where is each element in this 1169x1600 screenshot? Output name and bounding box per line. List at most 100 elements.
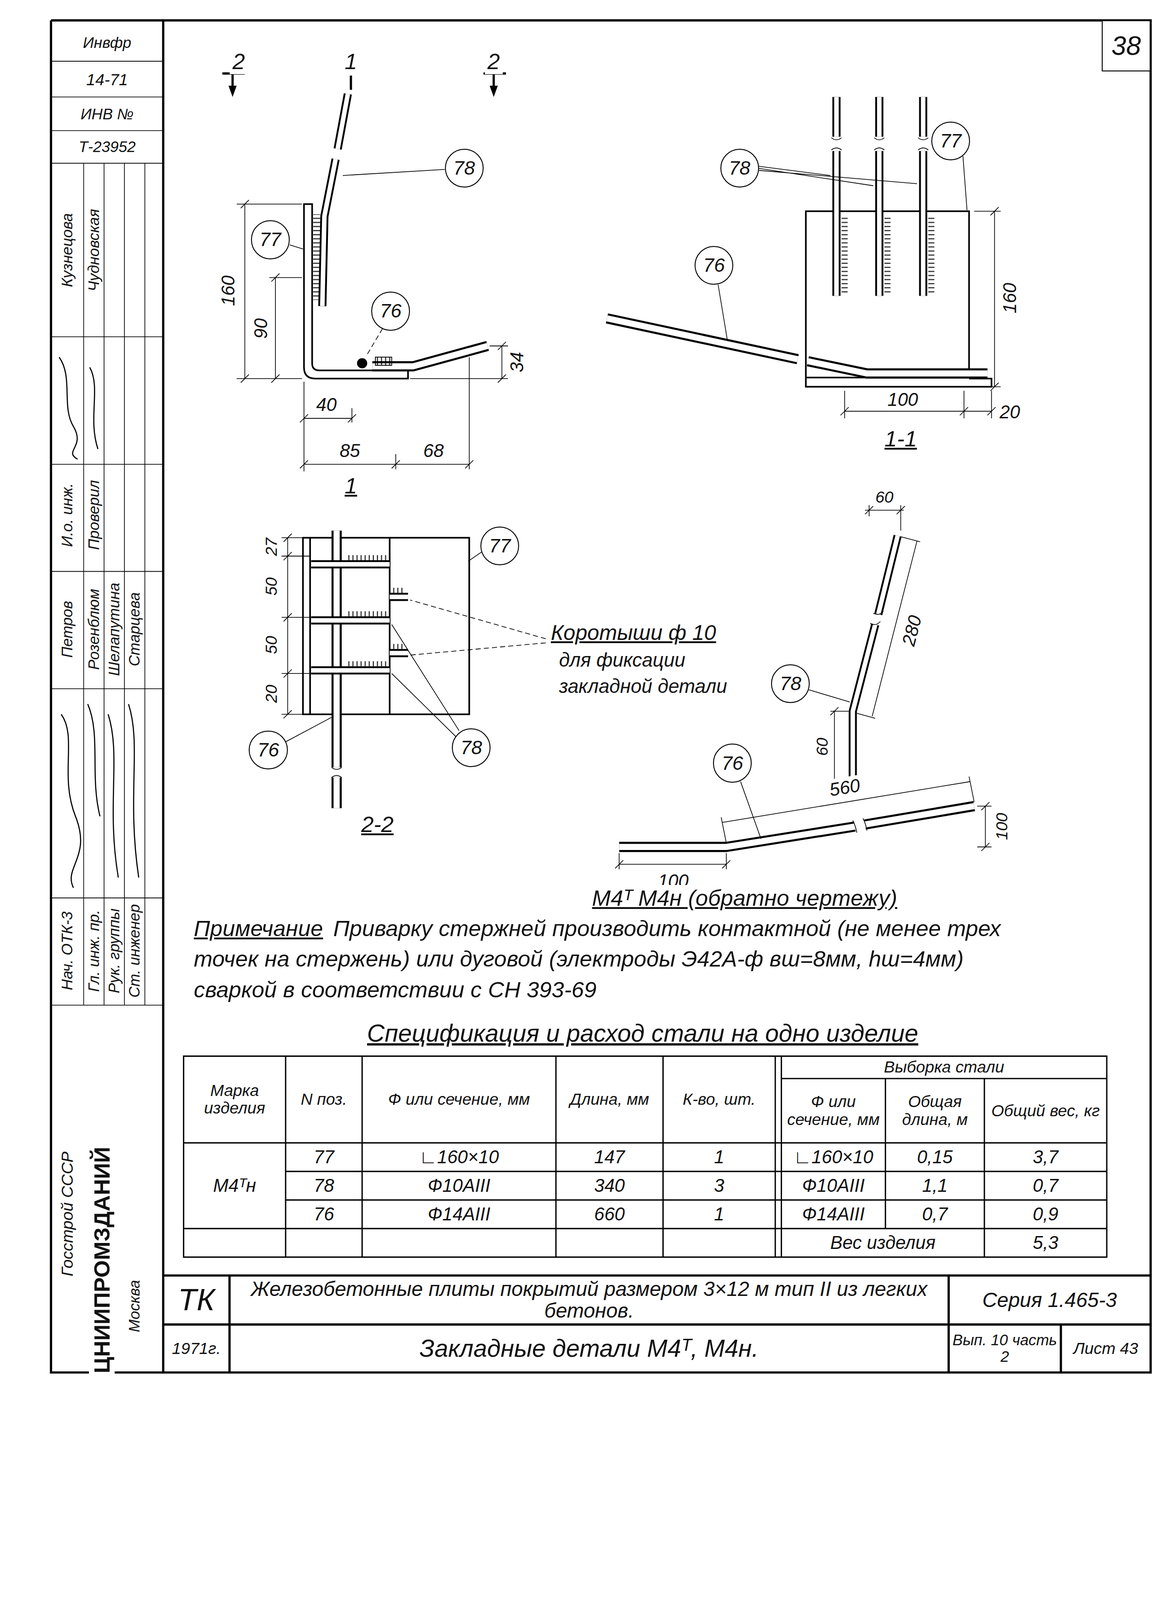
angle-plan xyxy=(389,650,409,656)
leader-line xyxy=(740,781,761,839)
leader-line xyxy=(759,166,918,186)
bar-detail xyxy=(619,806,975,848)
angle-view xyxy=(834,96,839,137)
table-cell: 0,15 xyxy=(885,1142,985,1171)
angle-view xyxy=(875,151,884,297)
title-block-text: ТК xyxy=(163,1274,230,1324)
dimension-line xyxy=(281,533,310,719)
dimension-line xyxy=(977,801,992,851)
table-cell: Ф10АIII xyxy=(781,1170,886,1200)
angle-plan xyxy=(391,643,404,649)
table-header: Марка изделия xyxy=(183,1055,286,1143)
view-label: 2-2 xyxy=(358,811,397,837)
note-text: Коротыши ф 10 xyxy=(550,618,717,648)
signature xyxy=(89,367,99,449)
bar-detail xyxy=(852,535,898,784)
callout-text: 77 xyxy=(259,229,281,250)
angle-section xyxy=(372,345,488,367)
table-cell: 1 xyxy=(663,1142,776,1171)
callout-number: 78 xyxy=(720,148,760,188)
dimension: 560 xyxy=(825,774,864,801)
table-cell: 1 xyxy=(663,1199,776,1228)
table-cell: 5,3 xyxy=(984,1227,1107,1257)
table-cell: 1,1 xyxy=(885,1170,985,1200)
angle-view xyxy=(807,361,988,374)
leader-line xyxy=(718,156,967,340)
dimension-line xyxy=(614,853,731,870)
stamp-role: Рук. группы xyxy=(105,906,123,995)
dimension: 85 xyxy=(337,440,363,462)
leader-line xyxy=(963,156,968,211)
dimension: 100 xyxy=(992,810,1012,842)
signature xyxy=(58,356,78,459)
bar-detail xyxy=(870,611,884,625)
bar-detail xyxy=(878,535,898,615)
table-cell: 340 xyxy=(555,1170,664,1200)
dimension: 27 xyxy=(262,535,281,558)
angle-plan xyxy=(310,666,390,675)
angle-view xyxy=(806,210,970,378)
callout-number: 76 xyxy=(713,743,752,783)
dimension: 100 xyxy=(885,389,921,411)
callout-number: 76 xyxy=(371,291,410,331)
stamp-name: Шелапутина xyxy=(105,580,123,678)
view-label: 1-1 xyxy=(881,425,920,452)
angle-view xyxy=(607,318,798,360)
bar-detail xyxy=(852,624,876,784)
table-header: Ф или сечение, мм xyxy=(781,1078,886,1143)
angle-plan xyxy=(310,616,390,625)
table-grid xyxy=(183,1055,1107,1257)
angle-view xyxy=(832,96,841,137)
leader-line xyxy=(468,551,482,562)
stamp-role: Нач. ОТК-3 xyxy=(58,909,76,993)
angle-view xyxy=(928,216,935,294)
angle-view xyxy=(884,216,891,294)
section-cut-mark xyxy=(222,73,507,92)
dimension: 40 xyxy=(314,394,340,416)
angle-view xyxy=(920,96,926,137)
stamp-grid xyxy=(51,61,164,1006)
leader-line xyxy=(366,328,383,357)
section-mark: 2 xyxy=(229,48,248,75)
table-header: Ф или сечение, мм xyxy=(362,1055,556,1143)
note-heading: Примечание xyxy=(193,912,324,944)
angle-plan xyxy=(310,618,390,623)
table-header: Выборка стали xyxy=(781,1055,1107,1079)
bar-detail xyxy=(865,806,975,825)
archive-stamp: 14-71 xyxy=(84,70,130,89)
angle-view xyxy=(831,137,929,151)
angle-plan xyxy=(331,777,342,808)
angle-view xyxy=(806,377,992,387)
sheet-frame xyxy=(51,20,1151,1373)
section-mark: 1 xyxy=(341,472,360,499)
dimension-line xyxy=(281,533,310,719)
table-cell: 3,7 xyxy=(984,1142,1107,1171)
note-text: для фиксации закладной детали xyxy=(559,646,733,700)
angle-view xyxy=(875,96,884,137)
leader-line xyxy=(285,717,332,742)
callout-text: 38 xyxy=(1111,32,1141,60)
angle-plan xyxy=(310,667,390,673)
leader-line xyxy=(285,551,546,742)
dimension-line xyxy=(409,341,509,383)
caption: М4ᵀ М4н (обратно чертежу) xyxy=(589,884,901,911)
sheet-number: 38 xyxy=(1101,20,1151,72)
callout-text: 76 xyxy=(257,740,280,760)
bar-detail xyxy=(865,806,975,825)
dimension: 20 xyxy=(262,682,281,705)
angle-plan xyxy=(346,555,388,561)
dimension: 20 xyxy=(997,401,1023,423)
dimension-line xyxy=(865,504,905,531)
leader-line xyxy=(289,169,445,357)
table-cell: 78 xyxy=(285,1170,363,1200)
stamp-role: И.о. инж. xyxy=(58,481,76,550)
section-mark: 1 xyxy=(341,48,360,75)
angle-plan xyxy=(346,611,388,617)
table-cell: М4ᵀн xyxy=(183,1142,286,1228)
angle-section xyxy=(322,159,336,307)
callout-number: 78 xyxy=(771,664,810,703)
table-cell: Ф14АIII xyxy=(781,1199,886,1228)
title-block-text: Железобетонные плиты покрытий размером 3… xyxy=(229,1274,949,1324)
archive-stamp: ИНВ № xyxy=(78,105,136,123)
angle-view xyxy=(876,151,882,297)
